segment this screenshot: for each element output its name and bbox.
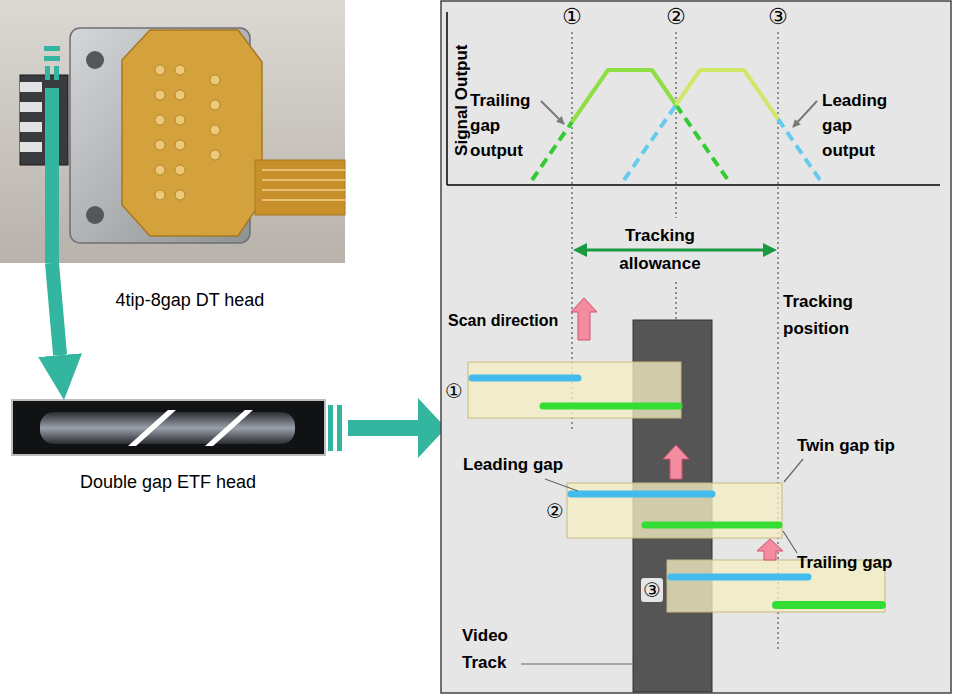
contact-pad xyxy=(155,90,165,100)
allowance-head xyxy=(763,243,777,257)
part-label: Twin gap tip xyxy=(797,436,895,456)
node-label: 4tip-8gap DT head xyxy=(116,290,265,312)
photo-background xyxy=(0,0,345,263)
curve-label: Leading gap output xyxy=(822,88,896,163)
leader-arrow xyxy=(541,101,564,124)
callout-number: ① xyxy=(445,379,463,403)
head-tip-block xyxy=(20,75,68,165)
scan-arrow xyxy=(663,445,689,479)
leading-gap xyxy=(671,574,808,581)
callout-number: ③ xyxy=(641,578,663,602)
part-label: Video Track xyxy=(462,622,524,676)
contact-pad xyxy=(155,190,165,200)
callout-number: ① xyxy=(562,4,582,30)
contact-pad xyxy=(155,65,165,75)
contact-pad xyxy=(175,190,185,200)
cable-trace xyxy=(262,169,345,171)
leader-line xyxy=(545,479,578,491)
zoom-mark xyxy=(337,405,342,451)
x-axis xyxy=(447,184,940,186)
leading-gap xyxy=(472,375,578,382)
cable-trace xyxy=(262,179,345,181)
leading-curve-solid xyxy=(676,70,778,119)
zoom-mark xyxy=(44,46,60,51)
allowance-arrow xyxy=(584,249,766,252)
trailing-gap xyxy=(776,601,882,609)
contact-pad xyxy=(175,115,185,125)
position-line xyxy=(675,32,676,218)
scan-arrow xyxy=(757,539,783,560)
leading-curve xyxy=(778,119,820,180)
part-label: Leading gap xyxy=(463,455,563,475)
gap-line xyxy=(128,410,176,446)
flex-circuit xyxy=(122,30,262,236)
head-tip xyxy=(20,102,42,112)
trailing-gap xyxy=(543,403,679,410)
direction-label: Scan direction xyxy=(448,311,558,330)
callout-number: ③ xyxy=(768,4,788,30)
callout-number: ② xyxy=(546,499,564,523)
scan-arrow xyxy=(571,298,597,340)
leader-line xyxy=(783,531,797,553)
zoom-mark xyxy=(45,66,50,80)
trailing-curve-solid xyxy=(572,70,676,122)
head-tip xyxy=(20,122,42,132)
mounting-hole xyxy=(86,51,104,69)
head-tip xyxy=(20,142,42,152)
leader-line xyxy=(784,459,803,482)
contact-pad xyxy=(175,90,185,100)
twin-gap-tip xyxy=(468,362,681,418)
contact-pad xyxy=(210,150,220,160)
trailing-gap xyxy=(645,522,779,529)
leader-arrow xyxy=(793,101,817,127)
contact-pad xyxy=(155,115,165,125)
cable-trace xyxy=(262,189,345,191)
allowance-label: Tracking allowance xyxy=(610,222,710,278)
y-axis xyxy=(446,12,448,185)
head-photo: 4tip-8gap DT head xyxy=(0,0,345,263)
contact-pad xyxy=(175,65,185,75)
trailing-curve xyxy=(532,122,572,180)
contact-pad xyxy=(155,140,165,150)
flex-cable xyxy=(255,160,345,215)
etf-head-strip xyxy=(12,400,325,455)
contact-pad xyxy=(155,165,165,175)
zoom-mark xyxy=(328,405,333,451)
axis-label: Tracking position xyxy=(783,288,875,342)
trailing-curve xyxy=(676,105,728,180)
allowance-head xyxy=(573,243,587,257)
flow-arrow xyxy=(52,263,60,355)
panel-ground xyxy=(441,1,951,693)
leader-line xyxy=(521,663,633,664)
leading-curve xyxy=(624,105,676,180)
arrow-shaft xyxy=(45,88,59,263)
contact-pads xyxy=(155,65,220,200)
curve-label: Trailing gap output xyxy=(470,88,544,163)
cable-trace xyxy=(262,199,345,201)
zoom-mark xyxy=(44,56,60,61)
node-label: Double gap ETF head xyxy=(80,472,256,494)
contact-pad xyxy=(210,100,220,110)
callout-number: ② xyxy=(666,4,686,30)
position-line xyxy=(777,32,778,652)
contact-pad xyxy=(175,165,185,175)
gap-line xyxy=(205,410,253,446)
arrow-shaft xyxy=(348,420,420,436)
zoom-mark xyxy=(54,66,59,80)
part-label: Trailing gap xyxy=(797,553,892,573)
contact-pad xyxy=(210,125,220,135)
head-tip xyxy=(20,82,42,92)
axis-label: Signal Output xyxy=(451,44,471,155)
contact-pad xyxy=(175,140,185,150)
mounting-hole xyxy=(86,206,104,224)
etf-head-closeup: Double gap ETF head xyxy=(12,400,325,455)
twin-gap-tip xyxy=(567,483,782,538)
contact-pad xyxy=(210,75,220,85)
leading-gap xyxy=(571,491,712,498)
